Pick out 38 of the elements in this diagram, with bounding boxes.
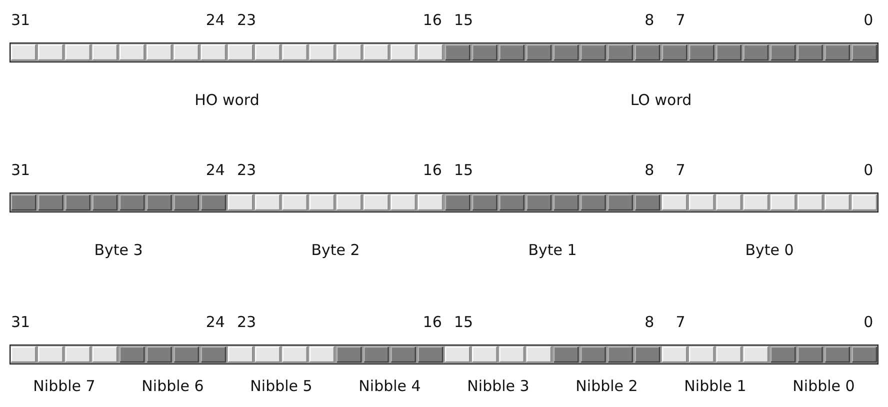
bit-number: 8 [644,313,654,331]
bit-number: 24 [206,313,225,331]
nibble-label: Nibble 0 [792,377,855,395]
bit-number: 16 [422,11,442,29]
byte-label: Byte 0 [745,241,794,259]
byte-label: Byte 2 [311,241,360,259]
nibble-label: Nibble 3 [467,377,530,395]
bit-number: 16 [422,161,442,179]
bit-number: 7 [676,161,686,179]
bit-number: 23 [237,161,256,179]
bit-number: 7 [676,11,686,29]
word-label: LO word [630,91,692,109]
bit-number: 15 [454,11,474,29]
bit-number: 15 [454,161,474,179]
nibble-label: Nibble 5 [250,377,312,395]
bit-number: 31 [11,161,30,179]
nibble-label: Nibble 1 [684,377,746,395]
bit-number: 23 [237,313,256,331]
bit-number: 24 [206,161,225,179]
bit-number: 0 [864,313,874,331]
bit-number: 24 [206,11,225,29]
bit-number: 8 [644,161,654,179]
nibble-label: Nibble 6 [142,377,204,395]
bit-number: 16 [422,313,442,331]
bit-number: 0 [864,161,874,179]
byte-label: Byte 1 [528,241,577,259]
byte-label: Byte 3 [94,241,143,259]
nibble-label: Nibble 2 [576,377,638,395]
bit-number: 31 [11,11,30,29]
bit-number: 15 [454,313,474,331]
bit-number: 23 [237,11,256,29]
bit-number: 31 [11,313,30,331]
bit-number: 8 [644,11,654,29]
bit-number: 7 [676,313,686,331]
bit-number: 0 [864,11,874,29]
nibble-label: Nibble 7 [33,377,96,395]
nibble-label: Nibble 4 [358,377,421,395]
word-label: HO word [194,91,260,109]
